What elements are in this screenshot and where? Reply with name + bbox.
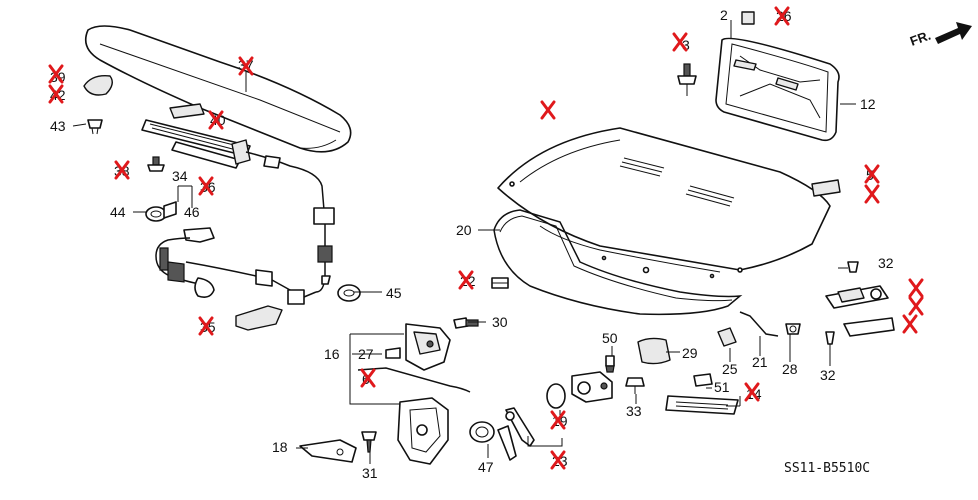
bolt-28	[785, 323, 801, 335]
x-mark-35	[198, 316, 214, 336]
trim-clip-35	[235, 305, 283, 331]
callout-2: 2	[720, 7, 728, 23]
x-mark-23	[550, 450, 566, 470]
screw-38	[147, 156, 165, 172]
keys	[497, 407, 535, 461]
latch-rod	[357, 367, 471, 393]
hook-18	[299, 439, 357, 463]
lid-bumper	[811, 179, 841, 197]
callout-33: 33	[626, 403, 642, 419]
callout-25: 25	[722, 361, 738, 377]
trunk-cylinder	[546, 371, 613, 409]
x-mark-36	[198, 176, 214, 196]
rear-spoiler	[84, 25, 352, 153]
callout-12: 12	[860, 96, 876, 112]
bolt-3	[677, 63, 697, 96]
clip-43	[87, 119, 103, 135]
opener-switch	[665, 373, 739, 415]
callout-31: 31	[362, 465, 378, 481]
callout-16: 16	[324, 346, 340, 362]
screw-30	[453, 317, 479, 329]
x-mark-3	[672, 32, 688, 52]
clip-33	[625, 377, 645, 394]
spoiler-end-cap	[83, 75, 113, 96]
trunk-lid	[497, 127, 831, 273]
callout-20: 20	[456, 222, 472, 238]
x-mark-40	[208, 110, 224, 130]
front-arrow-label: FR.	[908, 28, 933, 49]
callout-47: 47	[478, 459, 494, 475]
x-mark-1	[908, 278, 924, 298]
callout-34: 34	[172, 168, 188, 184]
clip-25	[717, 327, 737, 347]
cover-29	[637, 337, 671, 365]
lock-cylinder-47	[469, 421, 495, 443]
callout-43: 43	[50, 118, 66, 134]
x-mark-38	[114, 160, 130, 180]
x-mark-9	[902, 314, 918, 334]
x-mark-26	[774, 6, 790, 26]
x-mark-trunk-lid	[540, 100, 556, 120]
callout-50: 50	[602, 330, 618, 346]
drawing-code: SS11-B5510C	[784, 461, 870, 476]
x-mark-42	[48, 84, 64, 104]
striker-plate	[397, 397, 449, 465]
x-mark-39	[48, 64, 64, 84]
callout-51: 51	[714, 379, 730, 395]
license-garnish	[715, 37, 840, 142]
callout-27: 27	[358, 346, 374, 362]
trunk-wire-harness	[155, 237, 317, 305]
removed-part-marks	[48, 6, 924, 470]
callout-29: 29	[682, 345, 698, 361]
leader-lines	[72, 20, 856, 464]
x-mark-7	[864, 184, 880, 204]
bolt-50	[605, 355, 615, 373]
callout-18: 18	[272, 439, 288, 455]
hinge-assembly	[825, 261, 895, 345]
front-direction-indicator: FR.	[908, 22, 972, 49]
x-mark-5	[864, 164, 880, 184]
front-arrow-icon	[935, 22, 972, 44]
callout-44: 44	[110, 204, 126, 220]
x-mark-19	[550, 410, 566, 430]
trunk-weatherstrip	[493, 209, 743, 316]
callout-28: 28	[782, 361, 798, 377]
grommet-44	[145, 201, 177, 222]
brake-light-harness	[245, 151, 335, 293]
clip-46	[183, 227, 215, 243]
grommet-45	[337, 284, 361, 302]
clip-26	[741, 11, 755, 25]
bolt-31	[361, 431, 377, 453]
callout-21: 21	[752, 354, 768, 370]
x-mark-14	[744, 382, 760, 402]
callout-32-lower: 32	[820, 367, 836, 383]
callout-32-upper: 32	[878, 255, 894, 271]
x-mark-6	[360, 368, 376, 388]
callout-45: 45	[386, 285, 402, 301]
lid-vents	[619, 157, 735, 207]
brake-light-assembly	[141, 103, 251, 169]
callout-3: 3	[682, 37, 690, 53]
trunk-latch	[385, 323, 451, 371]
callout-46: 46	[184, 204, 200, 220]
callout-30: 30	[492, 314, 508, 330]
torsion-rod	[739, 311, 779, 337]
x-mark-22	[458, 270, 474, 290]
x-mark-37	[238, 56, 254, 76]
nut-22	[491, 277, 509, 289]
x-mark-4	[908, 296, 924, 316]
